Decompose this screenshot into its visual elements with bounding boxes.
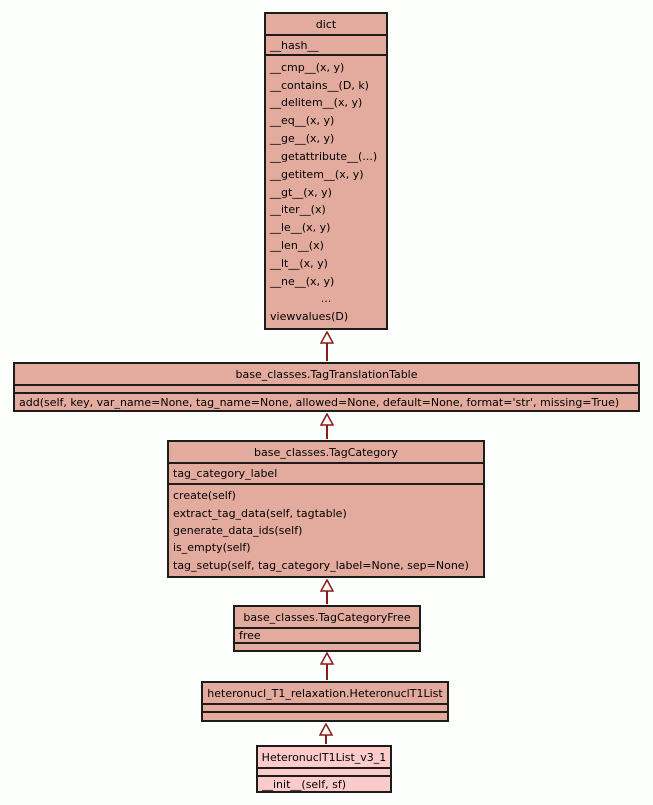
inheritance-arrow-icon (319, 579, 335, 604)
inheritance-arrow (318, 723, 334, 744)
inheritance-arrow (319, 652, 335, 680)
class-title: base_classes.TagTranslationTable (235, 367, 418, 381)
method-row: add(self, key, var_name=None, tag_name=N… (19, 395, 620, 409)
inheritance-arrow-icon (319, 413, 335, 439)
methods-section: __init__(self, sf) (258, 775, 390, 791)
method-row: __init__(self, sf) (262, 777, 347, 791)
method-row: generate_data_ids(self) (173, 523, 303, 537)
attributes-section (258, 767, 390, 775)
attributes-section (15, 384, 638, 392)
method-row: tag_setup(self, tag_category_label=None,… (173, 558, 469, 572)
attribute-row: free (239, 629, 261, 642)
class-title: base_classes.TagCategoryFree (243, 610, 411, 624)
method-row: ... (320, 292, 332, 306)
method-row: __getitem__(x, y) (270, 167, 364, 181)
inheritance-arrow (319, 331, 335, 361)
inheritance-arrow-icon (319, 652, 335, 680)
inheritance-arrow (319, 579, 335, 604)
inheritance-arrow (319, 413, 335, 439)
method-row: __cmp__(x, y) (270, 60, 345, 74)
methods-section (235, 642, 419, 650)
method-row: __gt__(x, y) (270, 185, 332, 199)
class-title: base_classes.TagCategory (254, 445, 398, 459)
method-row: __delitem__(x, y) (270, 96, 363, 110)
class-box-heteronucl-t1-list-v3-1[interactable]: HeteronuclT1List_v3_1 __init__(self, sf) (256, 745, 392, 793)
method-row: viewvalues(D) (270, 310, 349, 324)
attributes-section (203, 703, 447, 711)
attributes-section: free (235, 627, 419, 642)
attributes-section: tag_category_label (169, 462, 483, 483)
class-box-tag-category[interactable]: base_classes.TagCategory tag_category_la… (167, 440, 485, 578)
method-row: __iter__(x) (270, 203, 326, 217)
methods-section (203, 711, 447, 720)
inheritance-arrow-icon (319, 331, 335, 361)
methods-section: create(self) extract_tag_data(self, tagta… (169, 483, 483, 576)
method-row: __getattribute__(...) (270, 149, 378, 163)
class-title: heteronucl_T1_relaxation.HeteronuclT1Lis… (207, 686, 443, 700)
method-row: __lt__(x, y) (270, 256, 328, 270)
methods-section: add(self, key, var_name=None, tag_name=N… (15, 392, 638, 410)
class-title: dict (315, 17, 337, 31)
class-box-heteronucl-t1-list[interactable]: heteronucl_T1_relaxation.HeteronuclT1Lis… (201, 681, 449, 722)
class-box-tag-category-free[interactable]: base_classes.TagCategoryFree free (233, 605, 421, 652)
attributes-section: __hash__ (266, 34, 386, 54)
class-box-dict[interactable]: dict __hash__ __cmp__(x, y) __contains__(… (264, 12, 388, 330)
method-row: is_empty(self) (173, 541, 251, 555)
method-row: __ne__(x, y) (270, 274, 335, 288)
method-row: __len__(x) (270, 238, 324, 252)
inheritance-arrow-icon (318, 723, 334, 744)
method-row: __contains__(D, k) (270, 78, 369, 92)
method-row: __eq__(x, y) (270, 114, 335, 128)
class-title: HeteronuclT1List_v3_1 (261, 750, 387, 764)
methods-section: __cmp__(x, y) __contains__(D, k) __delitem… (266, 54, 386, 328)
method-row: create(self) (173, 489, 236, 503)
class-box-tag-translation-table[interactable]: base_classes.TagTranslationTable add(sel… (13, 362, 640, 412)
attribute-row: __hash__ (270, 38, 319, 52)
attribute-row: tag_category_label (173, 467, 278, 480)
method-row: __le__(x, y) (270, 221, 331, 235)
method-row: extract_tag_data(self, tagtable) (173, 506, 347, 520)
method-row: __ge__(x, y) (270, 132, 335, 146)
